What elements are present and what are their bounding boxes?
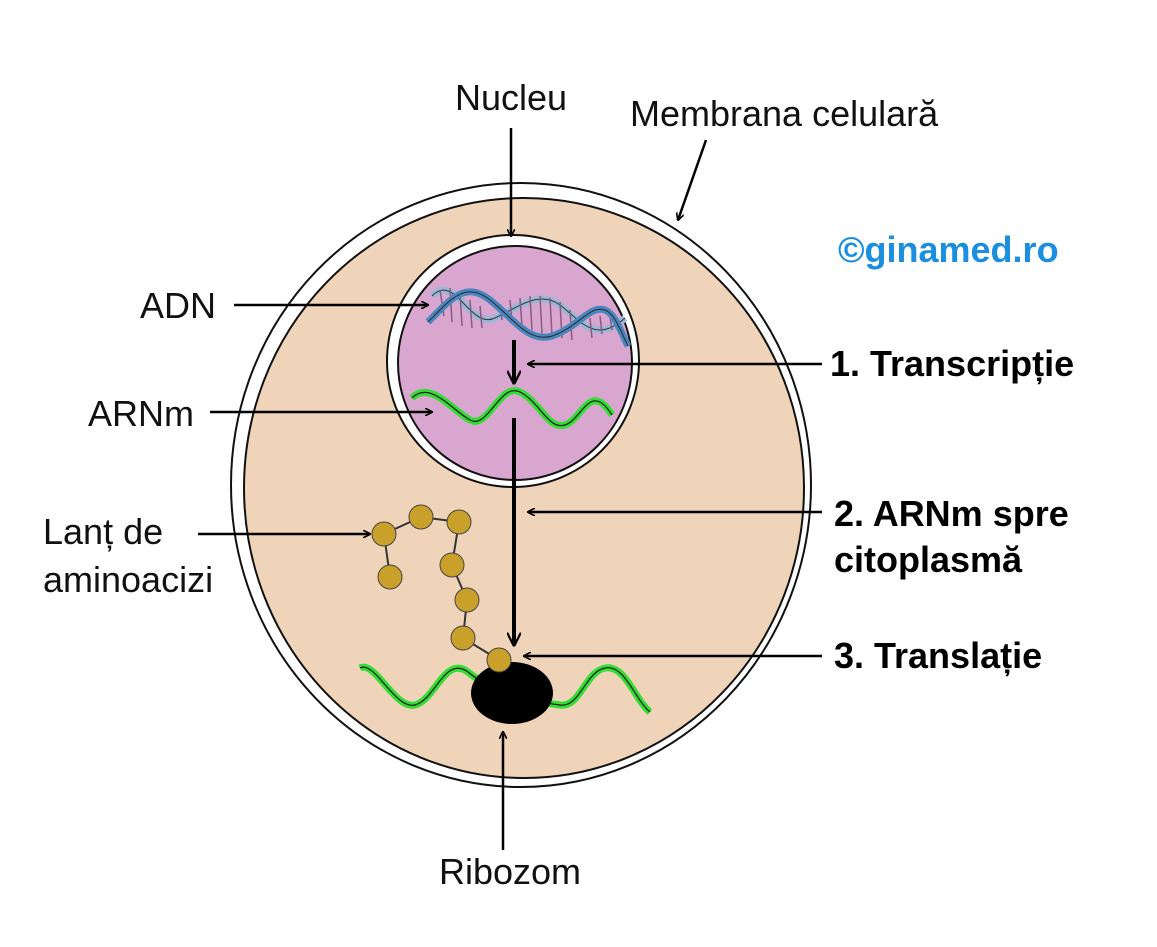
cytoplasm xyxy=(243,197,805,779)
amino-acid xyxy=(439,552,465,578)
step2-export-label-line1: 2. ARNm spre xyxy=(834,493,1069,534)
mrna-strand-nucleus xyxy=(409,387,615,429)
amino-acid xyxy=(446,509,472,535)
amino-acid xyxy=(486,647,512,673)
membrane-pointer-arrow xyxy=(678,139,708,220)
cell-membrane-label: Membrana celulară xyxy=(630,93,939,134)
amino-acid xyxy=(408,504,434,530)
amino-acid xyxy=(371,521,397,547)
ribosome-label: Ribozom xyxy=(439,851,581,892)
step2-export-label-line2: citoplasmă xyxy=(834,539,1023,580)
nucleus-label: Nucleu xyxy=(455,77,567,118)
amino-chain-label-line2: aminoacizi xyxy=(43,559,213,600)
amino-acid xyxy=(454,587,480,613)
step3-translation-label: 3. Translație xyxy=(834,635,1042,677)
amino-acid xyxy=(450,625,476,651)
amino-acid-chain xyxy=(371,504,512,673)
dna-helix xyxy=(425,286,632,348)
watermark: ©ginamed.ro xyxy=(838,229,1059,270)
mrna-label: ARNm xyxy=(88,393,194,434)
dna-label: ADN xyxy=(140,285,216,326)
step1-transcription-label: 1. Transcripție xyxy=(830,343,1074,385)
amino-acid xyxy=(377,564,403,590)
amino-chain-label-line1: Lanț de xyxy=(43,511,163,552)
ribosome-shape xyxy=(471,662,553,724)
